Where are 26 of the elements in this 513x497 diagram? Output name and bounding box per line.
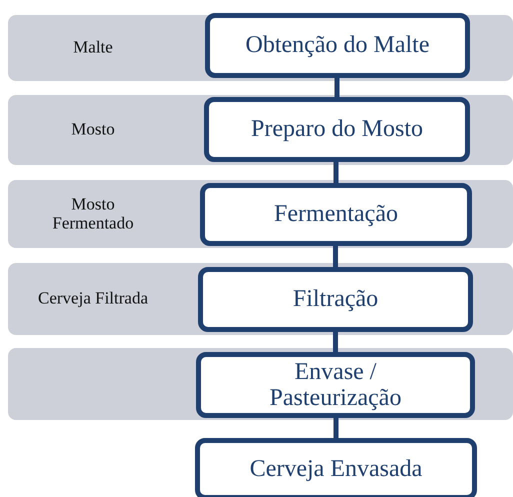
process-label: Fermentação (273, 201, 399, 228)
process-label: Obtenção do Malte (244, 32, 430, 59)
process-box (200, 183, 472, 246)
stage-band (8, 180, 513, 248)
process-label: Filtração (292, 286, 380, 313)
connector-line (333, 246, 338, 267)
process-label: Cerveja Envasada (248, 456, 424, 482)
process-box (195, 438, 477, 497)
stage-band (8, 348, 513, 420)
stage-band (8, 263, 513, 335)
connector-line (334, 162, 338, 183)
product-label: Mosto (70, 120, 116, 140)
process-box (196, 352, 475, 418)
product-label: Mosto Fermentado (51, 195, 135, 233)
process-label: Envase / Pasteurização (268, 358, 402, 412)
process-box (205, 13, 470, 78)
connector-line (333, 332, 338, 352)
process-label: Preparo do Mosto (250, 116, 424, 143)
process-box (198, 267, 473, 332)
product-label: Malte (72, 38, 114, 58)
connector-line (334, 418, 338, 438)
process-box (204, 97, 470, 162)
stage-band (8, 95, 513, 165)
stage-band (8, 15, 513, 81)
product-label: Cerveja Filtrada (37, 290, 149, 308)
connector-line (334, 78, 340, 97)
